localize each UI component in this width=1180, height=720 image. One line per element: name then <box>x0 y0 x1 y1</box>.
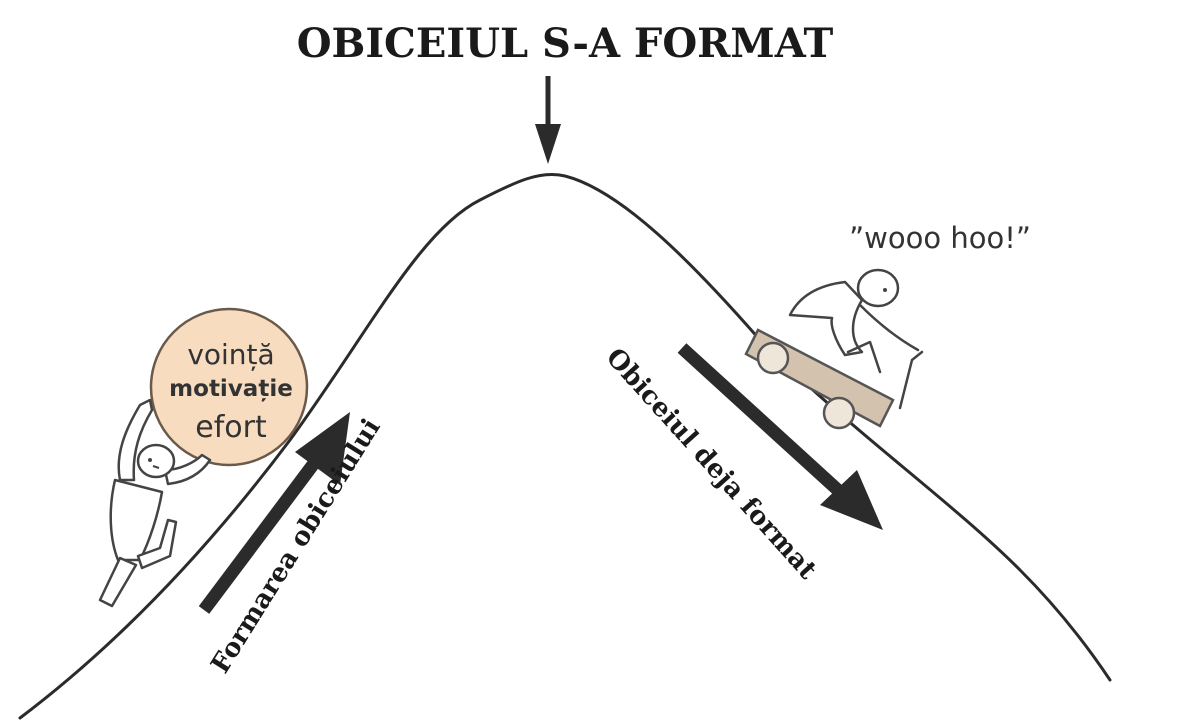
diagram-title: OBICEIUL S-A FORMAT <box>297 20 834 67</box>
figure-leg-right <box>136 518 178 570</box>
peak-arrow <box>535 76 561 164</box>
boulder-circle <box>149 307 309 467</box>
figure-arm-right <box>163 453 212 486</box>
figure-body <box>109 478 164 562</box>
boulder: voință motivație efort <box>149 307 309 467</box>
cart-wheel-front <box>756 341 790 375</box>
habit-forming-arrow <box>198 412 350 614</box>
pushing-figure <box>98 398 212 608</box>
cart-handle <box>898 350 924 410</box>
wagon-rider <box>744 268 924 430</box>
boulder-word-motivation: motivație <box>169 376 293 402</box>
rider-arm <box>858 303 920 352</box>
boulder-word-effort: efort <box>195 410 267 445</box>
rider-head <box>856 268 900 308</box>
habit-formed-arrow <box>677 343 883 530</box>
rider-body <box>788 280 864 357</box>
mountain-curve <box>18 172 1112 720</box>
figure-arm-left <box>117 398 154 482</box>
boulder-word-willpower: voință <box>187 338 274 371</box>
rider-leg <box>846 340 882 374</box>
figure-leg-left <box>98 556 138 608</box>
figure-head <box>136 443 176 479</box>
cheer-quote: ”wooo hoo!” <box>849 221 1031 255</box>
cart-wheel-back <box>822 396 856 430</box>
